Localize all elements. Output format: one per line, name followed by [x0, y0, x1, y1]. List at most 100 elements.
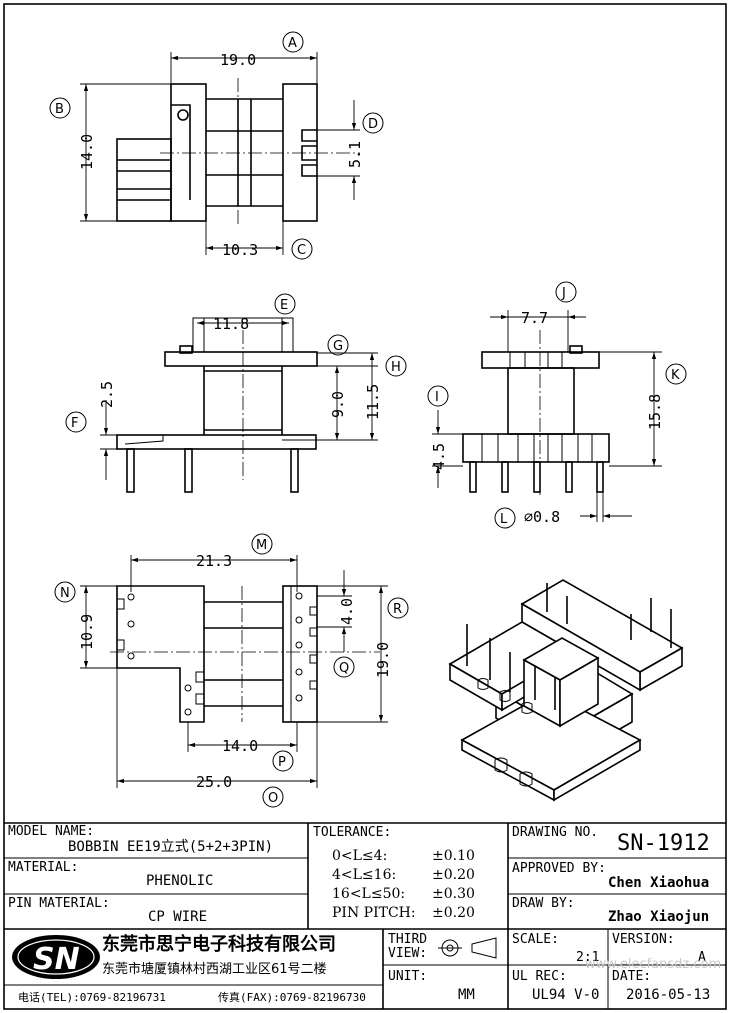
dim-B: 14.0: [78, 83, 171, 222]
bubble-C: C: [291, 238, 313, 260]
dim-L: ⌀0.8: [524, 492, 632, 526]
dim-P: 14.0: [187, 722, 298, 755]
date-value: 2016-05-13: [626, 987, 711, 1003]
svg-text:Q: Q: [339, 661, 349, 676]
company-name: 东莞市思宁电子科技有限公司: [102, 934, 336, 955]
bubble-O: O: [262, 786, 284, 808]
dim-C: 10.3: [205, 221, 284, 259]
svg-text:C: C: [297, 243, 306, 258]
tolerance-value-1: ±0.10: [432, 848, 475, 864]
ul-rec-value: UL94 V-0: [532, 987, 600, 1003]
dim-R: 19.0: [317, 585, 392, 723]
company-tel: 电话(TEL):0769-82196731: [18, 991, 166, 1004]
bubble-Q: Q: [333, 656, 355, 678]
isometric-view: [448, 579, 684, 802]
svg-text:J: J: [561, 286, 566, 301]
dim-A-value: 19.0: [220, 51, 256, 69]
dim-H-value: 11.5: [364, 384, 382, 420]
bubble-R: R: [387, 597, 409, 619]
bottom-view: [110, 585, 380, 723]
tolerance-range-1: 0<L≤4:: [332, 848, 388, 864]
svg-text:SN: SN: [33, 942, 80, 977]
tolerance-value-3: ±0.30: [432, 886, 475, 902]
third-view-icon: [438, 937, 497, 959]
bubble-G: G: [327, 334, 349, 356]
dim-A: 19.0: [170, 51, 318, 84]
dim-K-value: 15.8: [646, 394, 664, 430]
dim-9-value: 9.0: [329, 391, 347, 418]
bubble-L: L: [494, 507, 516, 529]
bubble-N: N: [54, 581, 76, 603]
date-label: DATE:: [612, 969, 652, 984]
approved-by-label: APPROVED BY:: [512, 861, 606, 876]
pin-material-label: PIN MATERIAL:: [8, 896, 110, 911]
drawing-no-label: DRAWING NO.: [512, 825, 599, 840]
bubbles: A B C D E F G H I J K L M N O P Q R: [49, 31, 687, 808]
bubble-E: E: [274, 293, 296, 315]
svg-text:P: P: [278, 755, 286, 770]
dim-C-value: 10.3: [222, 241, 258, 259]
dim-D-value: 5.1: [346, 141, 364, 168]
svg-text:E: E: [280, 298, 288, 313]
dim-H: 9.0 11.5: [282, 352, 382, 441]
company-fax: 传真(FAX):0769-82196730: [218, 991, 366, 1004]
bubble-A: A: [282, 31, 304, 53]
dim-B-value: 14.0: [78, 134, 96, 170]
material-value: PHENOLIC: [146, 873, 214, 889]
scale-value: 2:1: [576, 950, 600, 965]
dim-J-value: 7.7: [521, 309, 548, 327]
version-label: VERSION:: [612, 932, 675, 947]
bubble-D: D: [362, 112, 384, 134]
dim-O: 25.0: [116, 668, 318, 791]
dim-E-value: 11.8: [213, 315, 249, 333]
model-name-label: MODEL NAME:: [8, 824, 95, 839]
title-block-grid: [4, 822, 726, 1009]
tolerance-value-2: ±0.20: [432, 867, 475, 883]
dim-K: 15.8: [599, 351, 664, 467]
draw-by-label: DRAW BY:: [512, 896, 575, 911]
pin-material-value: CP WIRE: [148, 909, 208, 925]
dim-F-value: 2.5: [98, 381, 116, 408]
tolerance-range-2: 4<L≤16:: [332, 867, 397, 883]
third-view-label: THIRD VIEW:: [388, 932, 428, 961]
dim-P-value: 14.0: [222, 737, 258, 755]
svg-text:L: L: [500, 512, 508, 527]
company-logo: SN: [12, 935, 100, 979]
svg-text:H: H: [391, 360, 401, 375]
svg-text:O: O: [268, 791, 278, 806]
dim-O-value: 25.0: [196, 773, 232, 791]
tolerance-value-4: ±0.20: [432, 905, 475, 921]
bubble-B: B: [49, 97, 71, 119]
svg-text:M: M: [256, 538, 267, 553]
tolerance-range-3: 16<L≤50:: [332, 886, 406, 902]
svg-text:D: D: [368, 117, 378, 132]
svg-text:I: I: [435, 390, 439, 405]
dim-D: 5.1: [317, 100, 364, 200]
svg-text:A: A: [288, 36, 297, 51]
dim-F: 2.5: [98, 381, 117, 480]
dim-N-value: 10.9: [78, 614, 96, 650]
bubble-M: M: [251, 533, 273, 555]
drawing-no-value: SN-1912: [617, 831, 710, 856]
scale-label: SCALE:: [512, 932, 559, 947]
bubble-F: F: [65, 411, 87, 433]
material-label: MATERIAL:: [8, 860, 79, 875]
tolerance-range-4: PIN PITCH:: [332, 905, 416, 921]
front-view: [116, 317, 318, 493]
bubble-K: K: [665, 363, 687, 385]
top-view: [116, 78, 360, 226]
svg-text:B: B: [55, 102, 64, 117]
bubble-H: H: [385, 355, 407, 377]
dim-Q-value: 4.0: [338, 598, 356, 625]
svg-text:G: G: [333, 339, 343, 354]
svg-text:K: K: [671, 368, 680, 383]
dim-J: 7.7: [490, 309, 586, 352]
dim-M-value: 21.3: [196, 552, 232, 570]
company-address: 东莞市塘厦镇林村西湖工业区61号二楼: [102, 962, 327, 977]
tolerance-label: TOLERANCE:: [313, 825, 392, 840]
dim-R-value: 19.0: [374, 642, 392, 678]
unit-value: MM: [458, 987, 475, 1003]
unit-label: UNIT:: [388, 969, 428, 984]
svg-text:R: R: [393, 602, 402, 617]
